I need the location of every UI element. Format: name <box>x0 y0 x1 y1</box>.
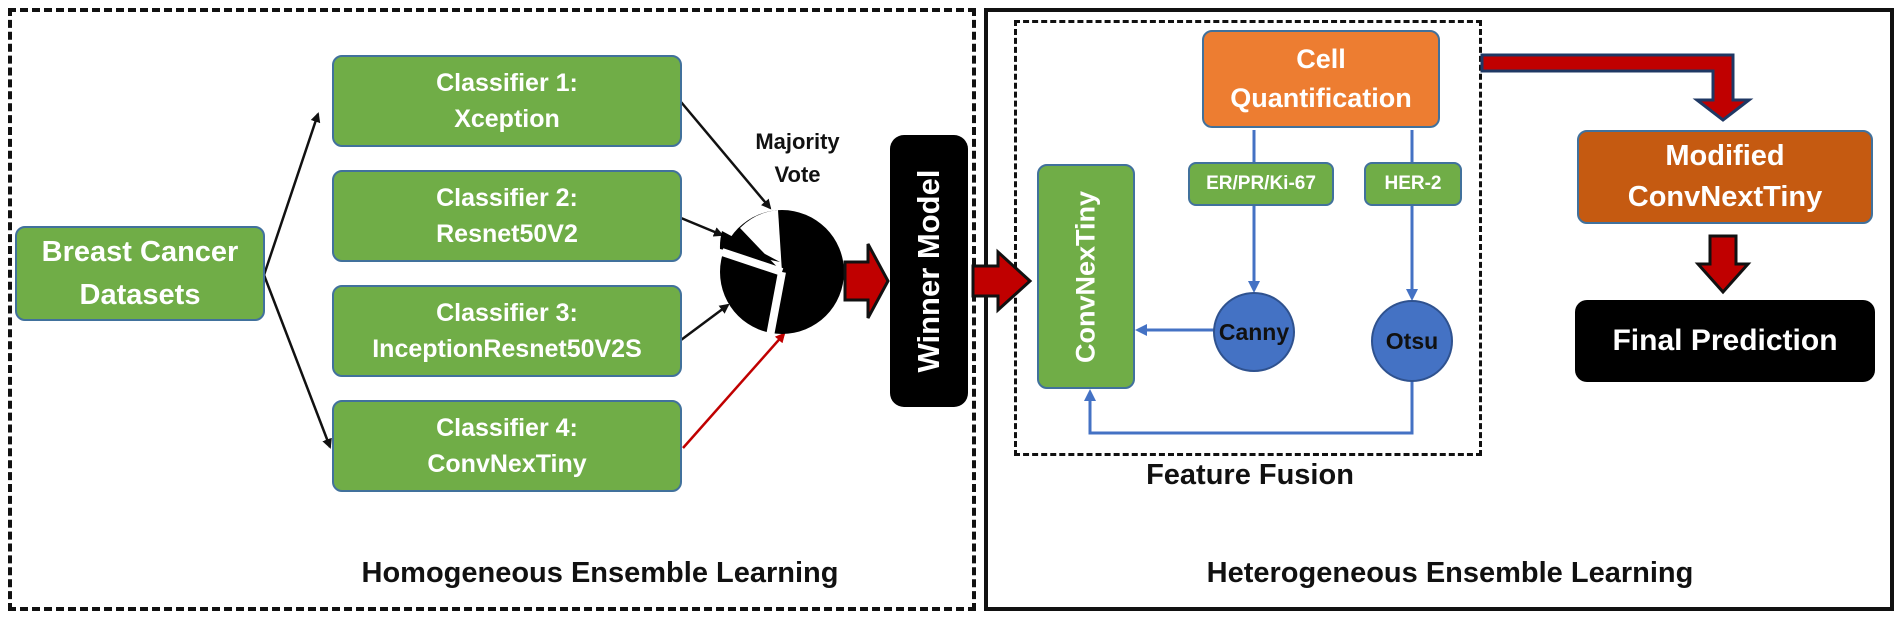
arrow-c2-vote <box>680 216 724 237</box>
homogeneous-title: Homogeneous Ensemble Learning <box>361 557 839 589</box>
datasets-line1: Breast Cancer <box>41 236 239 269</box>
classifier-1-title: Classifier 1: <box>436 68 578 97</box>
arrow-c1-vote <box>680 101 772 210</box>
er-pr-ki67-label: ER/PR/Ki-67 <box>1206 173 1316 195</box>
her2-label: HER-2 <box>1384 173 1442 195</box>
modified-convnexttiny-box: Modified ConvNextTiny <box>1577 130 1873 224</box>
breast-cancer-datasets-box: Breast Cancer Datasets <box>15 226 265 321</box>
classifier-3-box: Classifier 3: InceptionResnet50V2S <box>332 285 682 377</box>
vote-to-winner-arrow <box>843 243 890 319</box>
classifier-1-box: Classifier 1: Xception <box>332 55 682 147</box>
arrow-c3-vote <box>680 303 730 342</box>
final-prediction-box: Final Prediction <box>1575 300 1875 382</box>
heterogeneous-panel <box>984 8 1894 611</box>
classifier-4-box: Classifier 4: ConvNexTiny <box>332 400 682 492</box>
otsu-node: Otsu <box>1371 300 1453 382</box>
otsu-to-convnext-arrow <box>1084 380 1414 435</box>
arrow-to-classifier-1 <box>262 112 321 276</box>
winner-model-label: Winner Model <box>911 169 946 373</box>
classifier-2-title: Classifier 2: <box>436 183 578 212</box>
winner-model-box: Winner Model <box>890 135 968 407</box>
classifier-2-box: Classifier 2: Resnet50V2 <box>332 170 682 262</box>
canny-node: Canny <box>1213 292 1295 372</box>
datasets-line2: Datasets <box>79 278 201 311</box>
modified-to-final-arrow <box>1694 234 1752 295</box>
modified-line2: ConvNextTiny <box>1627 181 1823 213</box>
winner-to-fusion-arrow <box>971 248 1033 314</box>
otsu-label: Otsu <box>1385 327 1439 354</box>
er-pr-ki67-box: ER/PR/Ki-67 <box>1188 162 1334 206</box>
canny-label: Canny <box>1218 318 1290 345</box>
feature-fusion-label: Feature Fusion <box>1146 459 1354 491</box>
modified-line1: Modified <box>1665 140 1785 173</box>
cell-quant-line1: Cell <box>1296 43 1346 74</box>
convnextiny-box: ConvNexTiny <box>1037 164 1135 389</box>
heterogeneous-title: Heterogeneous Ensemble Learning <box>1206 557 1694 589</box>
classifier-3-model: InceptionResnet50V2S <box>372 335 642 363</box>
majority-vote-pie <box>719 210 844 337</box>
classifier-4-title: Classifier 4: <box>436 413 578 442</box>
majority-vote-line2: Vote <box>774 162 821 187</box>
majority-vote-label: Majority Vote <box>730 125 865 191</box>
cell-quantification-box: Cell Quantification <box>1202 30 1440 128</box>
final-prediction-label: Final Prediction <box>1612 324 1838 357</box>
cell-to-modified-arrow <box>1480 53 1754 122</box>
arrow-to-classifier-4 <box>262 274 332 449</box>
classifier-2-model: Resnet50V2 <box>436 220 578 248</box>
classifier-3-title: Classifier 3: <box>436 298 578 327</box>
classifier-4-model: ConvNexTiny <box>427 450 587 478</box>
arrow-c4-vote <box>682 332 786 449</box>
classifier-1-model: Xception <box>454 105 560 133</box>
convnextiny-vertical-label: ConvNexTiny <box>1070 190 1101 363</box>
homogeneous-panel <box>8 8 976 611</box>
her2-box: HER-2 <box>1364 162 1462 206</box>
cell-quant-line2: Quantification <box>1230 83 1412 113</box>
majority-vote-line1: Majority <box>755 129 840 154</box>
feature-fusion-box <box>1014 20 1482 456</box>
